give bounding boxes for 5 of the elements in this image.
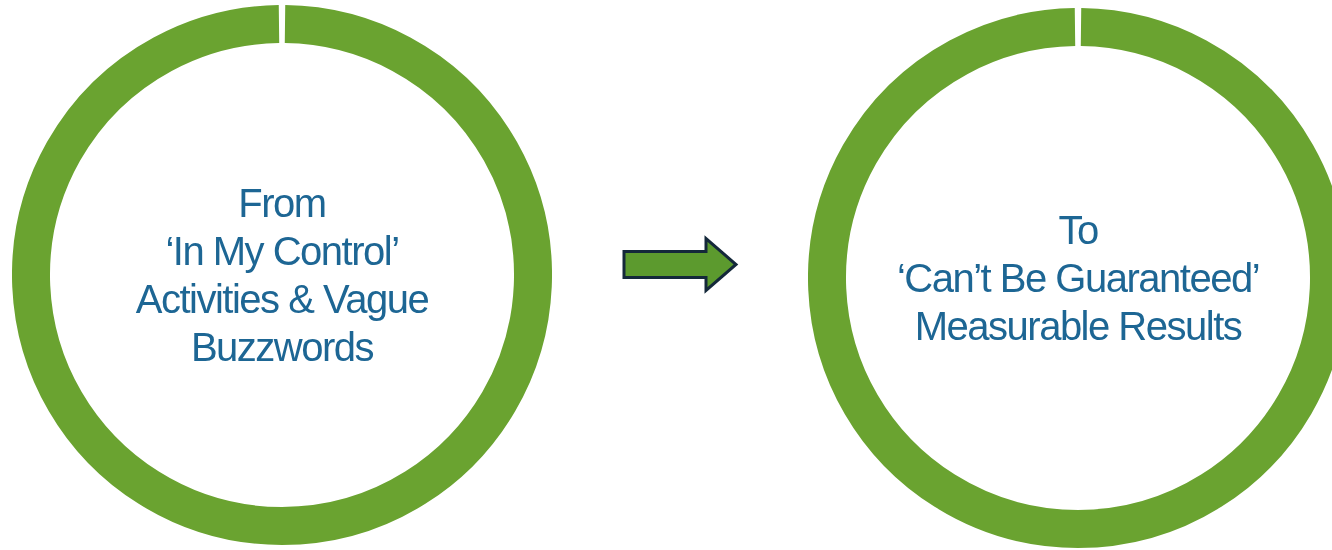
body-text: ‘Can’t Be Guaranteed’ Measurable Results — [895, 255, 1261, 350]
heading-text: To — [1057, 207, 1099, 254]
heading-text: From — [237, 180, 327, 227]
block-arrow — [622, 235, 739, 294]
body-text: ‘In My Control’ Activities & Vague Buzzwords — [134, 228, 430, 371]
